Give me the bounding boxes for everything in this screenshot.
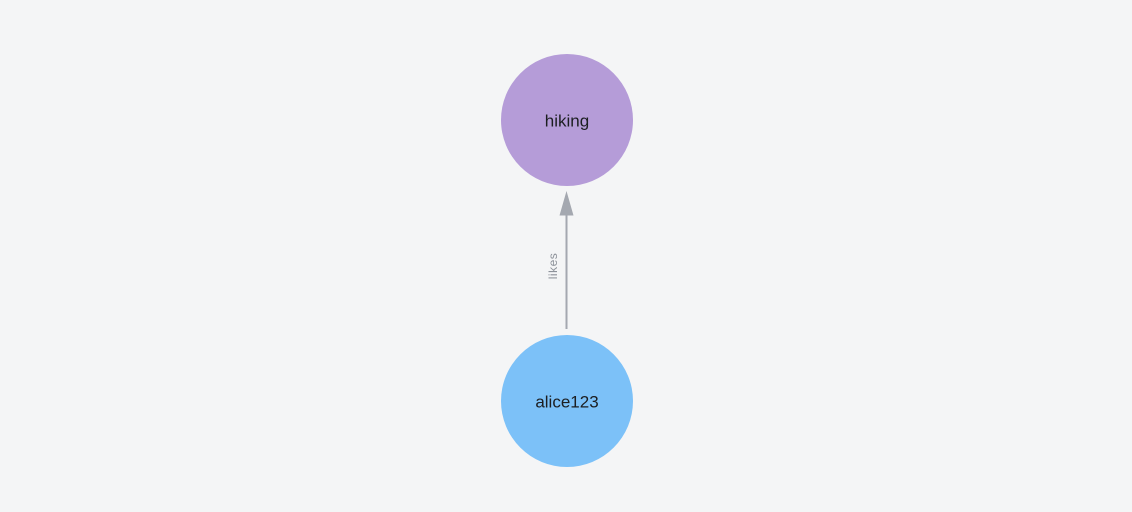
edge-alice123-likes-hiking: likes xyxy=(546,191,574,329)
edge-label: likes xyxy=(546,253,560,280)
edge-arrowhead-icon xyxy=(559,191,574,216)
node-hiking-label: hiking xyxy=(545,112,589,131)
node-alice123-label: alice123 xyxy=(535,393,598,412)
node-alice123-circle[interactable] xyxy=(501,335,633,467)
node-alice123[interactable]: alice123 xyxy=(501,335,633,467)
node-hiking-circle[interactable] xyxy=(501,54,633,186)
node-hiking[interactable]: hiking xyxy=(501,54,633,186)
